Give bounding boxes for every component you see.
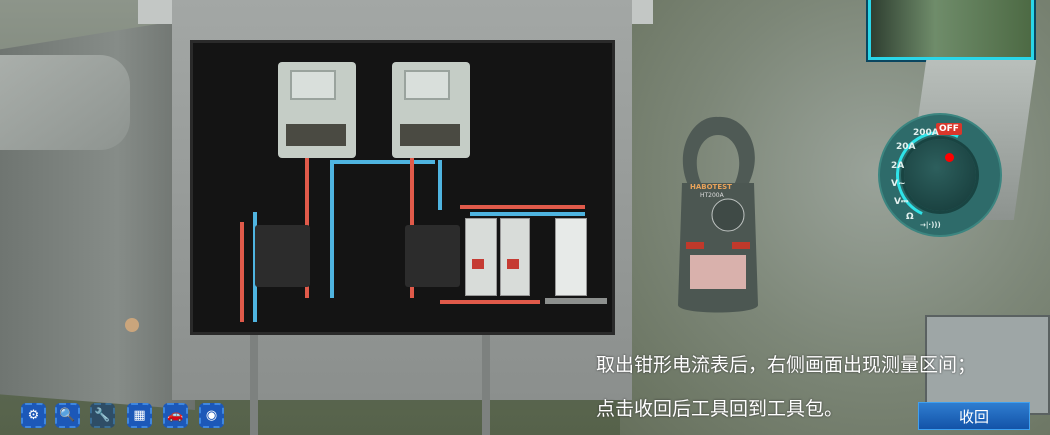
wire <box>438 160 442 210</box>
equipment-box <box>925 315 1050 415</box>
range-2a[interactable]: 2A <box>891 161 905 171</box>
range-selector-dial[interactable]: OFF 200A 20A 2A V~ V⎓ Ω →|·))) <box>878 113 1002 237</box>
mcb-2[interactable] <box>500 218 530 296</box>
calendar-warning-icon: ▦ <box>133 408 146 423</box>
wire <box>440 300 540 304</box>
surge-protector[interactable] <box>555 218 587 296</box>
circuit-breaker-2[interactable] <box>405 225 460 287</box>
retract-button[interactable]: 收回 <box>918 402 1030 430</box>
door-window <box>0 55 130 150</box>
schedule-warning-button[interactable]: ▦ <box>127 403 152 428</box>
dial-knob[interactable] <box>904 139 976 211</box>
clamp-meter[interactable]: HABOTEST HT200A <box>668 115 768 320</box>
instruction-line-2: 点击收回后工具回到工具包。 <box>596 398 844 420</box>
minimap-view[interactable] <box>868 0 1034 60</box>
range-20a[interactable]: 20A <box>896 142 916 152</box>
wire <box>470 212 585 216</box>
clamp-brand: HABOTEST <box>690 183 732 191</box>
support-pole <box>250 335 258 435</box>
clamp-model: HT200A <box>700 192 724 199</box>
range-diode[interactable]: →|·))) <box>920 221 941 229</box>
range-200a[interactable]: 200A <box>913 128 939 138</box>
eye-icon: ◉ <box>205 408 218 423</box>
circuit-breaker-1[interactable] <box>255 225 310 287</box>
energy-meter-1[interactable] <box>278 62 356 158</box>
range-off[interactable]: OFF <box>936 123 962 135</box>
range-v-ac[interactable]: V~ <box>891 179 906 189</box>
wrench-icon: 🔧 <box>94 408 111 423</box>
wire <box>330 160 334 298</box>
wire <box>460 205 585 209</box>
energy-meter-2[interactable] <box>392 62 470 158</box>
inspect-document-button[interactable]: 🔍 <box>55 403 80 428</box>
mcb-1[interactable] <box>465 218 497 296</box>
document-search-icon: 🔍 <box>59 408 76 423</box>
din-rail <box>545 298 607 304</box>
vehicle-button[interactable]: 🚗 <box>163 403 188 428</box>
support-pole <box>482 335 490 435</box>
gear-icon: ⚙ <box>27 408 40 423</box>
settings-button[interactable]: ⚙ <box>21 403 46 428</box>
instruction-line-1: 取出钳形电流表后，右侧画面出现测量区间； <box>596 354 977 376</box>
car-icon: 🚗 <box>167 408 184 423</box>
tools-button[interactable]: 🔧 <box>90 403 115 428</box>
range-ohm[interactable]: Ω <box>906 212 914 222</box>
wire <box>240 222 244 322</box>
door-latch[interactable] <box>125 318 139 332</box>
range-v-dc[interactable]: V⎓ <box>894 197 909 207</box>
pointer-dot <box>945 153 954 162</box>
view-button[interactable]: ◉ <box>199 403 224 428</box>
wire <box>330 160 435 164</box>
